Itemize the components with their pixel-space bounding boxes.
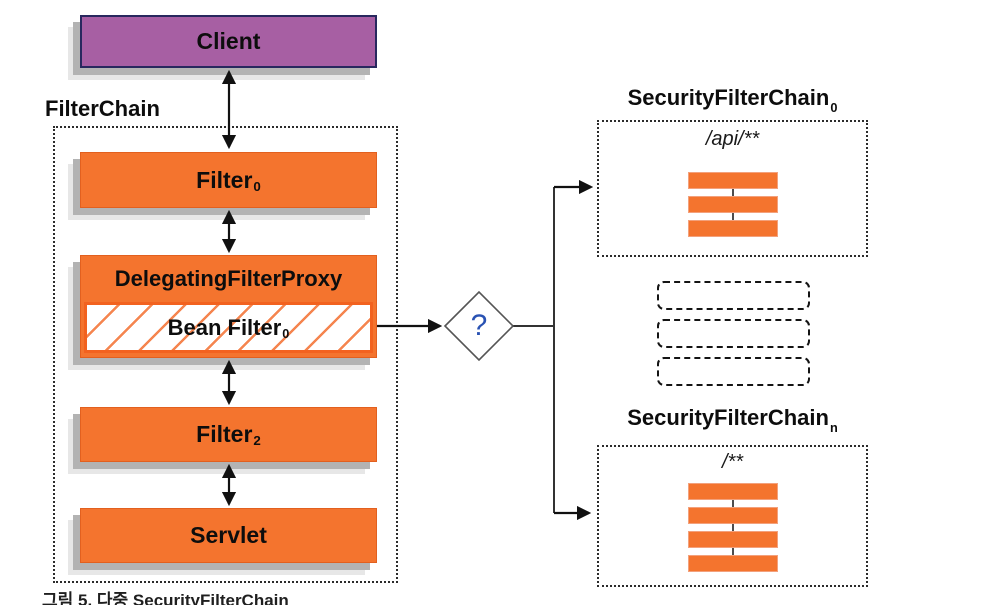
bean-filter-subscript: 0 (282, 326, 290, 342)
figure-caption: 그림 5. 다중 SecurityFilterChain (42, 591, 289, 605)
filterchain-group-label: FilterChain (45, 96, 160, 121)
security-filter-chain-0-title-text: SecurityFilterChain (627, 85, 830, 110)
mini-box (657, 357, 810, 386)
filter2-subscript: 2 (253, 433, 261, 449)
security-filter-chain-0-box (597, 120, 868, 257)
bar (688, 531, 778, 548)
filter0-label: Filter (196, 166, 253, 193)
security-filter-chain-0-title: SecurityFilterChain0 (597, 85, 868, 115)
security-filter-chain-n-box (597, 445, 868, 587)
bar (688, 555, 778, 572)
decision-question-mark: ? (470, 309, 488, 342)
security-filter-chain-0-pattern: /api/** (705, 128, 760, 150)
bar (688, 507, 778, 524)
security-filter-chain-n-subscript: n (829, 420, 838, 436)
mini-box (657, 319, 810, 348)
security-filter-chain-0-subscript: 0 (830, 100, 838, 116)
security-filter-chain-0-bars (688, 172, 778, 237)
bar (688, 196, 778, 213)
filter0-subscript: 0 (253, 178, 261, 194)
security-filter-chain-n-title-text: SecurityFilterChain (627, 405, 829, 430)
delegating-filter-proxy-label: DelegatingFilterProxy (114, 265, 343, 291)
filter2-label: Filter (196, 421, 253, 447)
mini-box (657, 281, 810, 310)
more-chains-ellipsis (657, 281, 810, 386)
bar (688, 220, 778, 237)
client-node: Client (80, 15, 377, 68)
servlet-node: Servlet (80, 508, 377, 563)
bean-filter-label: Bean Filter (167, 314, 282, 340)
bar-connector-line (732, 492, 734, 563)
bar (688, 172, 778, 189)
bar (688, 483, 778, 500)
security-filter-chain-n-bars (688, 483, 778, 572)
security-filter-chain-n-title: SecurityFilterChainn (597, 405, 868, 435)
servlet-label: Servlet (190, 522, 267, 548)
security-filter-chain-n-pattern: /** (721, 451, 744, 473)
client-label: Client (196, 28, 261, 54)
